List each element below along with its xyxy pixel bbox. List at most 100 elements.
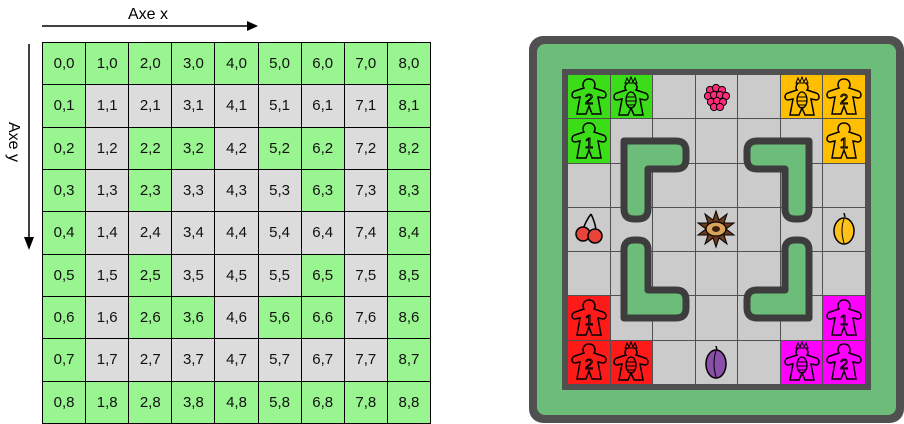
board-tile[interactable]: [781, 164, 823, 207]
grid-cell: 8,2: [388, 128, 431, 170]
board-tile[interactable]: 1: [823, 296, 865, 339]
grid-cell: 0,5: [43, 255, 86, 297]
board-tile[interactable]: [696, 164, 738, 207]
board-tile[interactable]: [653, 164, 695, 207]
grid-cell: 5,7: [259, 339, 302, 381]
board-tile[interactable]: 1: [568, 296, 610, 339]
grid-cell: 7,3: [345, 170, 388, 212]
board-tile[interactable]: [696, 75, 738, 118]
board-tile[interactable]: 1: [568, 119, 610, 162]
board-tile[interactable]: [781, 119, 823, 162]
raspberry-icon: [696, 76, 736, 118]
meeple-icon: 1: [824, 120, 864, 162]
board-tile[interactable]: 2: [568, 341, 610, 384]
board-tile[interactable]: [823, 164, 865, 207]
grid-cell: 7,0: [345, 43, 388, 85]
grid-cell: 7,8: [345, 382, 388, 424]
meeple-number: 1: [585, 312, 593, 329]
board-tile[interactable]: [823, 252, 865, 295]
queen-bee-icon: [782, 341, 822, 383]
grid-cell: 4,0: [215, 43, 258, 85]
grid-cell: 2,2: [129, 128, 172, 170]
board-tile[interactable]: [823, 208, 865, 251]
board-tile[interactable]: 1: [823, 119, 865, 162]
grid-cell: 4,8: [215, 382, 258, 424]
grid-cell: 4,3: [215, 170, 258, 212]
grid-cell: 5,5: [259, 255, 302, 297]
board-tile[interactable]: [611, 164, 653, 207]
board-tile[interactable]: [781, 341, 823, 384]
grid-cell: 1,4: [86, 212, 129, 254]
grid-cell: 8,8: [388, 382, 431, 424]
grid-cell: 6,8: [302, 382, 345, 424]
grid-cell: 2,8: [129, 382, 172, 424]
board-tile[interactable]: [653, 75, 695, 118]
queen-bee-icon: [611, 76, 651, 118]
grid-cell: 8,3: [388, 170, 431, 212]
board-tile[interactable]: [738, 296, 780, 339]
grid-cell: 7,6: [345, 297, 388, 339]
board-tile[interactable]: [696, 296, 738, 339]
board-tile[interactable]: [738, 252, 780, 295]
board-tile[interactable]: [696, 252, 738, 295]
board-tile[interactable]: [781, 75, 823, 118]
meeple-icon: 1: [569, 120, 609, 162]
board-tile[interactable]: [653, 252, 695, 295]
board-tile[interactable]: [738, 75, 780, 118]
board-tile[interactable]: [696, 208, 738, 251]
board-tile[interactable]: 2: [823, 75, 865, 118]
grid-cell: 3,1: [172, 85, 215, 127]
board-tile[interactable]: [611, 208, 653, 251]
board-tile[interactable]: [611, 341, 653, 384]
grid-cell: 5,2: [259, 128, 302, 170]
board-tile[interactable]: [568, 208, 610, 251]
grid-cell: 3,4: [172, 212, 215, 254]
grid-cell: 0,7: [43, 339, 86, 381]
grid-cell: 8,5: [388, 255, 431, 297]
board-tile[interactable]: 2: [823, 341, 865, 384]
board-tile[interactable]: [781, 296, 823, 339]
grid-cell: 3,8: [172, 382, 215, 424]
grid-cell: 0,0: [43, 43, 86, 85]
board-tile[interactable]: [611, 75, 653, 118]
urchin-icon: [696, 208, 736, 250]
x-axis-arrow-icon: [42, 21, 262, 31]
grid-cell: 6,4: [302, 212, 345, 254]
board-tile[interactable]: [653, 296, 695, 339]
board-tile[interactable]: [781, 208, 823, 251]
board-tile[interactable]: [568, 252, 610, 295]
grid-cell: 6,0: [302, 43, 345, 85]
board-tile[interactable]: [653, 208, 695, 251]
grid-cell: 6,6: [302, 297, 345, 339]
grid-cell: 2,7: [129, 339, 172, 381]
board-tile[interactable]: [611, 252, 653, 295]
board-tile[interactable]: [568, 164, 610, 207]
board-tile[interactable]: [738, 119, 780, 162]
board-tile[interactable]: [696, 119, 738, 162]
grid-cell: 2,6: [129, 297, 172, 339]
board-tile[interactable]: [611, 119, 653, 162]
meeple-number: 1: [840, 135, 848, 152]
grid-cell: 2,4: [129, 212, 172, 254]
board-tile[interactable]: [738, 164, 780, 207]
board-tile[interactable]: 2: [568, 75, 610, 118]
board-tile[interactable]: [738, 341, 780, 384]
grid-cell: 1,8: [86, 382, 129, 424]
board-tile[interactable]: [738, 208, 780, 251]
tile-grid: 22111122: [568, 75, 865, 384]
grid-cell: 6,7: [302, 339, 345, 381]
yellow-plum-icon: [824, 208, 864, 250]
board-tile[interactable]: [781, 252, 823, 295]
grid-cell: 6,2: [302, 128, 345, 170]
meeple-icon: 2: [824, 76, 864, 118]
grid-cell: 3,0: [172, 43, 215, 85]
grid-cell: 5,3: [259, 170, 302, 212]
board-tile[interactable]: [611, 296, 653, 339]
board-tile[interactable]: [653, 119, 695, 162]
grid-cell: 0,2: [43, 128, 86, 170]
board-tile[interactable]: [696, 341, 738, 384]
board-tile[interactable]: [653, 341, 695, 384]
grid-cell: 6,3: [302, 170, 345, 212]
